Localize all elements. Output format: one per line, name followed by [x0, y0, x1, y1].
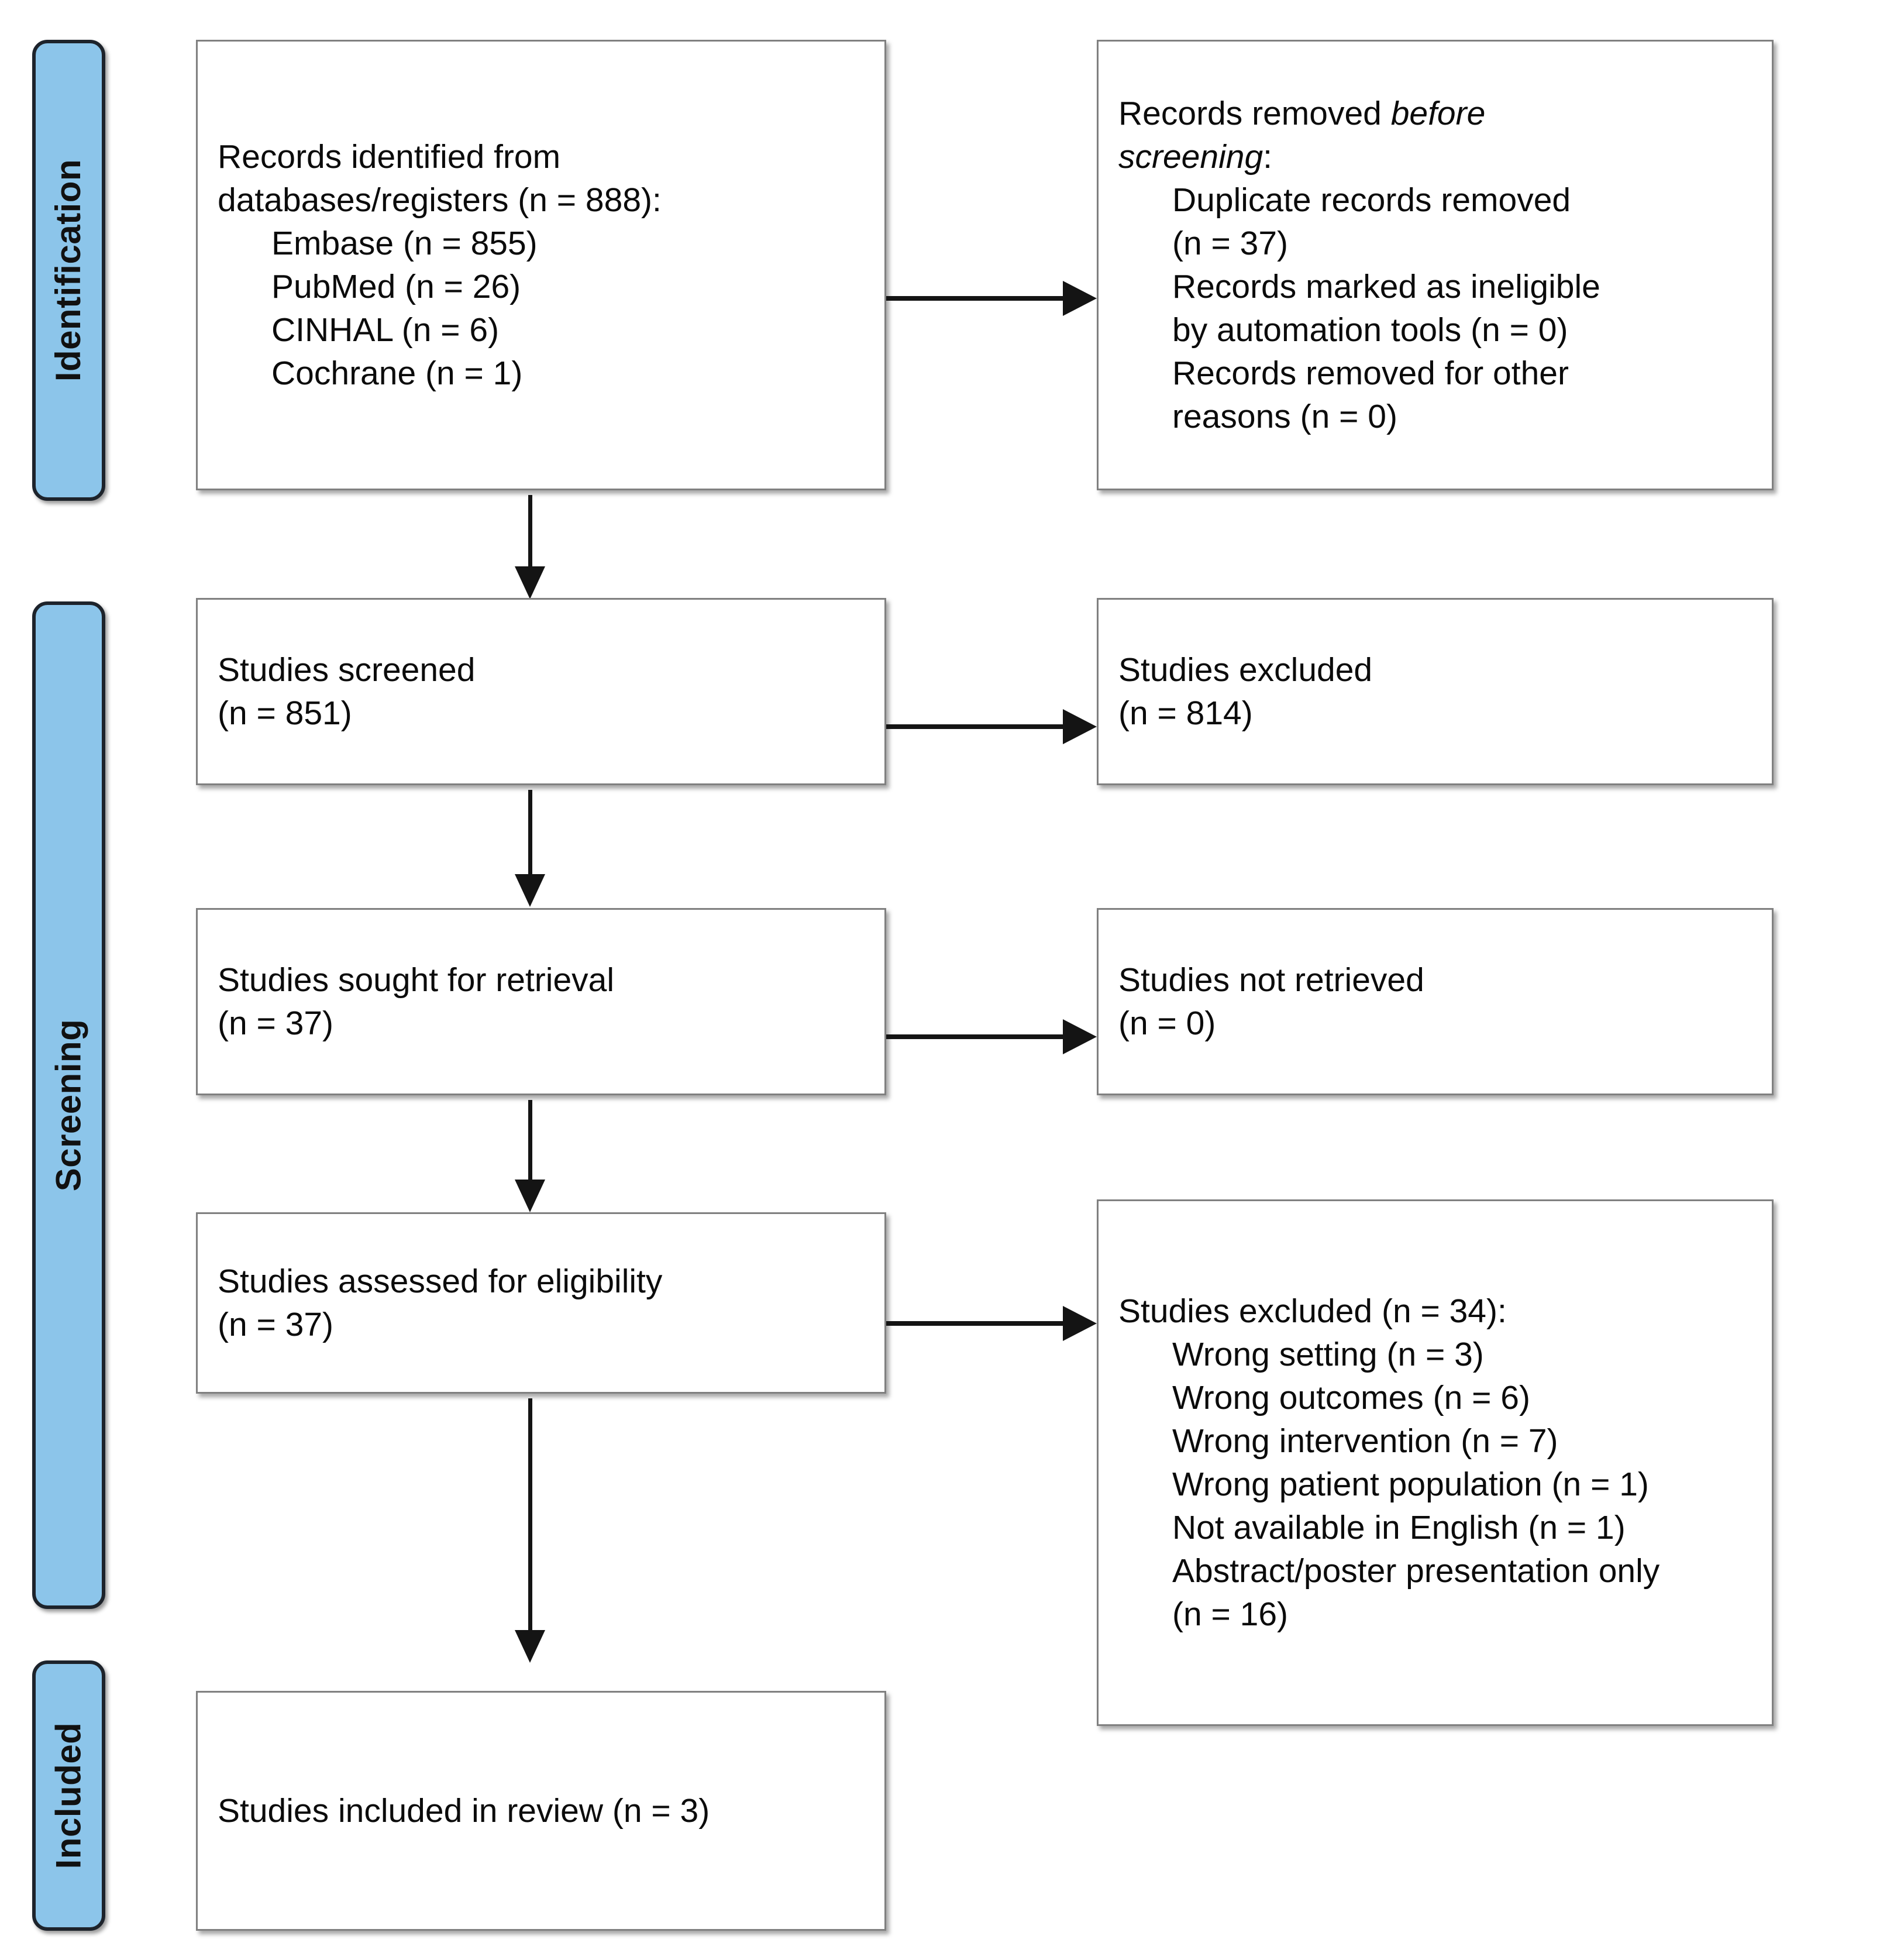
arrow-head: [1063, 1306, 1097, 1341]
line: CINHAL (n = 6): [271, 311, 500, 349]
stage-label-identification: Identification: [49, 159, 88, 382]
box-studies-assessed-text: Studies assessed for eligibility (n = 37…: [198, 1260, 884, 1346]
line: Records identified from: [218, 137, 561, 176]
arrow-records-identified-to-removed: [886, 281, 1097, 316]
box-studies-not-retrieved-text: Studies not retrieved (n = 0): [1099, 958, 1772, 1045]
line: Wrong outcomes (n = 6): [1172, 1378, 1530, 1416]
arrow-shaft: [528, 1398, 532, 1634]
box-studies-screened-text: Studies screened (n = 851): [198, 648, 884, 735]
line: Embase (n = 855): [271, 224, 538, 262]
arrow-identified-to-screened: [515, 495, 545, 599]
line: (n = 814): [1118, 694, 1253, 732]
box-studies-included-text: Studies included in review (n = 3): [198, 1789, 884, 1832]
arrow-assessed-to-included: [515, 1398, 545, 1663]
line: Abstract/poster presentation only: [1172, 1552, 1660, 1590]
line: Records marked as ineligible: [1172, 268, 1600, 305]
line: Studies excluded (n = 34):: [1118, 1292, 1507, 1330]
arrow-shaft: [528, 495, 532, 570]
box-records-identified-text: Records identified from databases/regist…: [198, 135, 884, 396]
arrow-shaft: [886, 724, 1068, 729]
line-emphasis: before: [1390, 94, 1486, 132]
line-lead: Records removed: [1118, 94, 1391, 132]
line-emphasis: screening: [1118, 137, 1263, 176]
line: Wrong patient population (n = 1): [1172, 1466, 1649, 1503]
arrow-head: [515, 566, 545, 599]
line-tail: :: [1263, 137, 1272, 176]
stage-label-screening: Screening: [49, 1019, 88, 1192]
line: Wrong setting (n = 3): [1172, 1335, 1484, 1373]
line: PubMed (n = 26): [271, 268, 521, 305]
arrow-shaft: [886, 1321, 1068, 1326]
line: Studies not retrieved: [1118, 961, 1424, 999]
box-studies-assessed-for-eligibility: Studies assessed for eligibility (n = 37…: [196, 1212, 886, 1394]
arrow-head: [515, 1630, 545, 1663]
line: reasons (n = 0): [1172, 398, 1397, 436]
line: (n = 37): [218, 1306, 334, 1343]
line: by automation tools (n = 0): [1172, 311, 1568, 349]
box-studies-excluded-screening-text: Studies excluded (n = 814): [1099, 648, 1772, 735]
stage-label-included: Included: [49, 1722, 88, 1869]
stage-bar-screening: Screening: [32, 601, 105, 1609]
arrow-head: [515, 874, 545, 907]
arrow-screened-to-excluded: [886, 709, 1097, 744]
line: Duplicate records removed: [1172, 181, 1571, 219]
line: Studies sought for retrieval: [218, 961, 615, 999]
line: Cochrane (n = 1): [271, 355, 523, 393]
line: (n = 0): [1118, 1005, 1216, 1042]
box-records-removed-text: Records removed before screening: Duplic…: [1099, 92, 1772, 439]
line: Records removed before: [1118, 92, 1752, 135]
box-studies-included-in-review: Studies included in review (n = 3): [196, 1691, 886, 1931]
line: (n = 37): [1172, 224, 1289, 262]
box-studies-sought-text: Studies sought for retrieval (n = 37): [198, 958, 884, 1045]
arrow-assessed-to-excluded-reasons: [886, 1306, 1097, 1341]
stage-bar-included: Included: [32, 1660, 105, 1931]
arrow-head: [1063, 1019, 1097, 1054]
line: (n = 851): [218, 694, 352, 732]
box-studies-sought-for-retrieval: Studies sought for retrieval (n = 37): [196, 908, 886, 1095]
line: Wrong intervention (n = 7): [1172, 1422, 1558, 1460]
arrow-head: [1063, 281, 1097, 316]
arrow-head: [515, 1180, 545, 1212]
arrow-sought-to-assessed: [515, 1100, 545, 1212]
line: Studies screened: [218, 651, 476, 689]
box-studies-screened: Studies screened (n = 851): [196, 598, 886, 785]
box-studies-excluded-reasons-text: Studies excluded (n = 34): Wrong setting…: [1099, 1290, 1772, 1636]
arrow-shaft: [886, 1034, 1068, 1039]
box-studies-not-retrieved: Studies not retrieved (n = 0): [1097, 908, 1774, 1095]
line: Studies assessed for eligibility: [218, 1262, 663, 1300]
arrow-screened-to-sought: [515, 790, 545, 907]
arrow-shaft: [886, 296, 1068, 301]
box-records-removed-before-screening: Records removed before screening: Duplic…: [1097, 40, 1774, 490]
arrow-shaft: [528, 1100, 532, 1183]
box-studies-excluded-screening: Studies excluded (n = 814): [1097, 598, 1774, 785]
line: Records removed for other: [1172, 355, 1569, 393]
line: Studies included in review (n = 3): [218, 1792, 710, 1830]
line: databases/registers (n = 888):: [218, 181, 662, 219]
arrow-sought-to-not-retrieved: [886, 1019, 1097, 1054]
line: (n = 16): [1172, 1596, 1289, 1634]
line: Not available in English (n = 1): [1172, 1509, 1626, 1547]
box-records-identified: Records identified from databases/regist…: [196, 40, 886, 490]
line: screening:: [1118, 135, 1752, 178]
arrow-shaft: [528, 790, 532, 878]
line: (n = 37): [218, 1005, 334, 1042]
box-studies-excluded-with-reasons: Studies excluded (n = 34): Wrong setting…: [1097, 1199, 1774, 1726]
line: Studies excluded: [1118, 651, 1373, 689]
stage-bar-identification: Identification: [32, 40, 105, 501]
arrow-head: [1063, 709, 1097, 744]
